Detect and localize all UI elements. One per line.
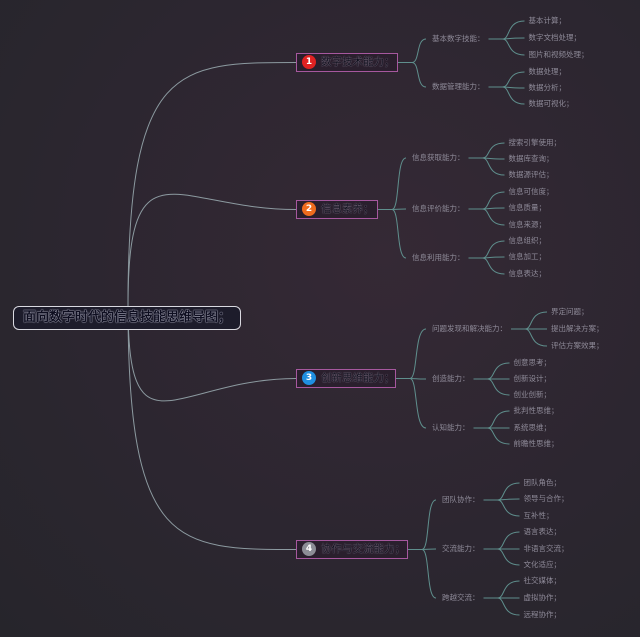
branch-node-2[interactable]: 2 信息素养； bbox=[296, 200, 378, 219]
branch-node-4[interactable]: 4 协作与交流能力； bbox=[296, 540, 408, 559]
sub-node-1-2[interactable]: 数据管理能力： bbox=[432, 82, 485, 91]
leaf-node-3-3-1[interactable]: 批判性思维； bbox=[513, 406, 559, 415]
sub-node-2-3[interactable]: 信息利用能力： bbox=[412, 253, 465, 262]
leaf-node-2-3-2[interactable]: 信息加工； bbox=[508, 252, 547, 261]
leaf-link-3-1-1 bbox=[511, 311, 548, 330]
leaf-link-3-1-3 bbox=[511, 328, 548, 347]
sub-node-3-3[interactable]: 认知能力： bbox=[432, 423, 470, 432]
leaf-node-3-1-1[interactable]: 界定问题； bbox=[551, 307, 589, 316]
number-badge-icon: 4 bbox=[302, 542, 316, 556]
leaf-node-4-3-3[interactable]: 远程协作； bbox=[523, 610, 562, 619]
branch-4-sub-link-1 bbox=[408, 499, 437, 550]
leaf-link-3-2-1 bbox=[473, 362, 510, 380]
leaf-link-4-3-1 bbox=[483, 580, 520, 599]
leaf-node-3-2-1[interactable]: 创意思考； bbox=[513, 358, 552, 367]
branch-1-sub-link-2 bbox=[398, 62, 427, 88]
leaf-link-1-1-3 bbox=[488, 38, 525, 56]
leaf-link-1-2-3 bbox=[488, 86, 525, 105]
leaf-node-4-1-3[interactable]: 互补性； bbox=[523, 511, 554, 520]
leaf-node-4-2-3[interactable]: 文化适应； bbox=[523, 560, 562, 569]
branch-node-3[interactable]: 3 创新思维能力； bbox=[296, 369, 396, 388]
branch-4-sub-link-3 bbox=[408, 549, 437, 599]
leaf-node-4-3-1[interactable]: 社交媒体； bbox=[523, 576, 562, 585]
root-link-4 bbox=[127, 305, 297, 550]
leaf-node-1-1-3[interactable]: 图片和视频处理； bbox=[528, 50, 589, 59]
sub-node-4-3[interactable]: 跨越交流： bbox=[442, 593, 480, 602]
leaf-node-1-2-1[interactable]: 数据处理； bbox=[528, 67, 567, 76]
leaf-node-4-2-1[interactable]: 语言表达； bbox=[523, 527, 562, 536]
leaf-node-2-2-1[interactable]: 信息可信度； bbox=[508, 187, 554, 196]
sub-node-3-2[interactable]: 创造能力： bbox=[432, 374, 470, 383]
branch-3-sub-link-1 bbox=[396, 328, 427, 379]
leaf-link-2-3-1 bbox=[468, 240, 505, 259]
leaf-node-1-1-2[interactable]: 数字文档处理； bbox=[528, 33, 582, 42]
leaf-node-2-1-2[interactable]: 数据库查询； bbox=[508, 154, 554, 163]
leaf-node-4-1-1[interactable]: 团队角色； bbox=[523, 478, 562, 487]
branch-label: 信息素养； bbox=[321, 203, 374, 215]
leaf-node-4-1-2[interactable]: 领导与合作； bbox=[523, 494, 569, 503]
sub-node-4-1[interactable]: 团队协作： bbox=[442, 495, 480, 504]
root-link-1 bbox=[127, 62, 297, 307]
branch-1-sub-link-1 bbox=[398, 38, 427, 63]
root-link-2 bbox=[127, 193, 297, 307]
leaf-node-3-1-2[interactable]: 提出解决方案； bbox=[551, 324, 604, 333]
branch-label: 创新思维能力； bbox=[321, 372, 395, 384]
leaf-link-2-2-1 bbox=[468, 191, 505, 210]
leaf-link-4-1-3 bbox=[483, 499, 520, 517]
leaf-node-1-2-2[interactable]: 数据分析； bbox=[528, 83, 567, 92]
sub-node-2-2[interactable]: 信息评价能力： bbox=[412, 204, 465, 213]
leaf-node-2-2-2[interactable]: 信息质量； bbox=[508, 203, 547, 212]
leaf-node-1-2-3[interactable]: 数据可视化； bbox=[528, 99, 574, 108]
branch-node-1[interactable]: 1 数字技术能力； bbox=[296, 53, 398, 72]
branch-label: 协作与交流能力； bbox=[321, 543, 405, 555]
root-link-3 bbox=[127, 305, 297, 402]
leaf-node-3-3-3[interactable]: 前瞻性思维； bbox=[513, 439, 559, 448]
leaf-link-3-3-3 bbox=[473, 427, 510, 445]
leaf-link-4-3-3 bbox=[483, 597, 520, 616]
leaf-node-2-1-3[interactable]: 数据源评估； bbox=[508, 170, 554, 179]
number-badge-icon: 1 bbox=[302, 55, 316, 69]
branch-3-sub-link-3 bbox=[396, 378, 427, 429]
sub-node-1-1[interactable]: 基本数字技能： bbox=[432, 34, 485, 43]
sub-node-3-1[interactable]: 问题发现和解决能力： bbox=[432, 324, 507, 333]
sub-node-4-2[interactable]: 交流能力： bbox=[442, 544, 480, 553]
leaf-link-3-3-1 bbox=[473, 410, 510, 429]
sub-node-2-1[interactable]: 信息获取能力： bbox=[412, 153, 465, 162]
leaf-node-3-3-2[interactable]: 系统思维； bbox=[513, 423, 552, 432]
leaf-node-3-2-3[interactable]: 创业创新； bbox=[513, 390, 552, 399]
leaf-link-1-2-1 bbox=[488, 71, 525, 88]
leaf-link-4-2-1 bbox=[483, 531, 520, 550]
leaf-link-2-2-3 bbox=[468, 208, 505, 226]
branch-2-sub-link-1 bbox=[378, 157, 407, 210]
leaf-link-4-2-3 bbox=[483, 548, 520, 566]
number-badge-icon: 3 bbox=[302, 371, 316, 385]
leaf-node-2-3-1[interactable]: 信息组织； bbox=[508, 236, 547, 245]
leaf-node-4-3-2[interactable]: 虚拟协作； bbox=[523, 593, 562, 602]
leaf-link-1-1-1 bbox=[488, 20, 525, 40]
leaf-node-4-2-2[interactable]: 非语言交流； bbox=[523, 544, 569, 553]
leaf-link-4-1-1 bbox=[483, 482, 520, 501]
leaf-node-1-1-1[interactable]: 基本计算； bbox=[528, 16, 567, 25]
branch-label: 数字技术能力； bbox=[321, 56, 395, 68]
leaf-node-3-1-3[interactable]: 评估方案效果； bbox=[551, 341, 604, 350]
branch-2-sub-link-3 bbox=[378, 209, 407, 259]
leaf-node-2-2-3[interactable]: 信息来源； bbox=[508, 220, 547, 229]
leaf-link-2-1-3 bbox=[468, 157, 505, 176]
leaf-link-2-1-1 bbox=[468, 142, 505, 159]
root-node[interactable]: 面向数字时代的信息技能思维导图； bbox=[13, 306, 241, 330]
number-badge-icon: 2 bbox=[302, 202, 316, 216]
leaf-node-2-1-1[interactable]: 搜索引擎使用； bbox=[508, 138, 562, 147]
leaf-node-3-2-2[interactable]: 创新设计； bbox=[513, 374, 552, 383]
leaf-link-2-3-3 bbox=[468, 257, 505, 275]
leaf-node-2-3-3[interactable]: 信息表达； bbox=[508, 269, 547, 278]
leaf-link-3-2-3 bbox=[473, 378, 510, 396]
